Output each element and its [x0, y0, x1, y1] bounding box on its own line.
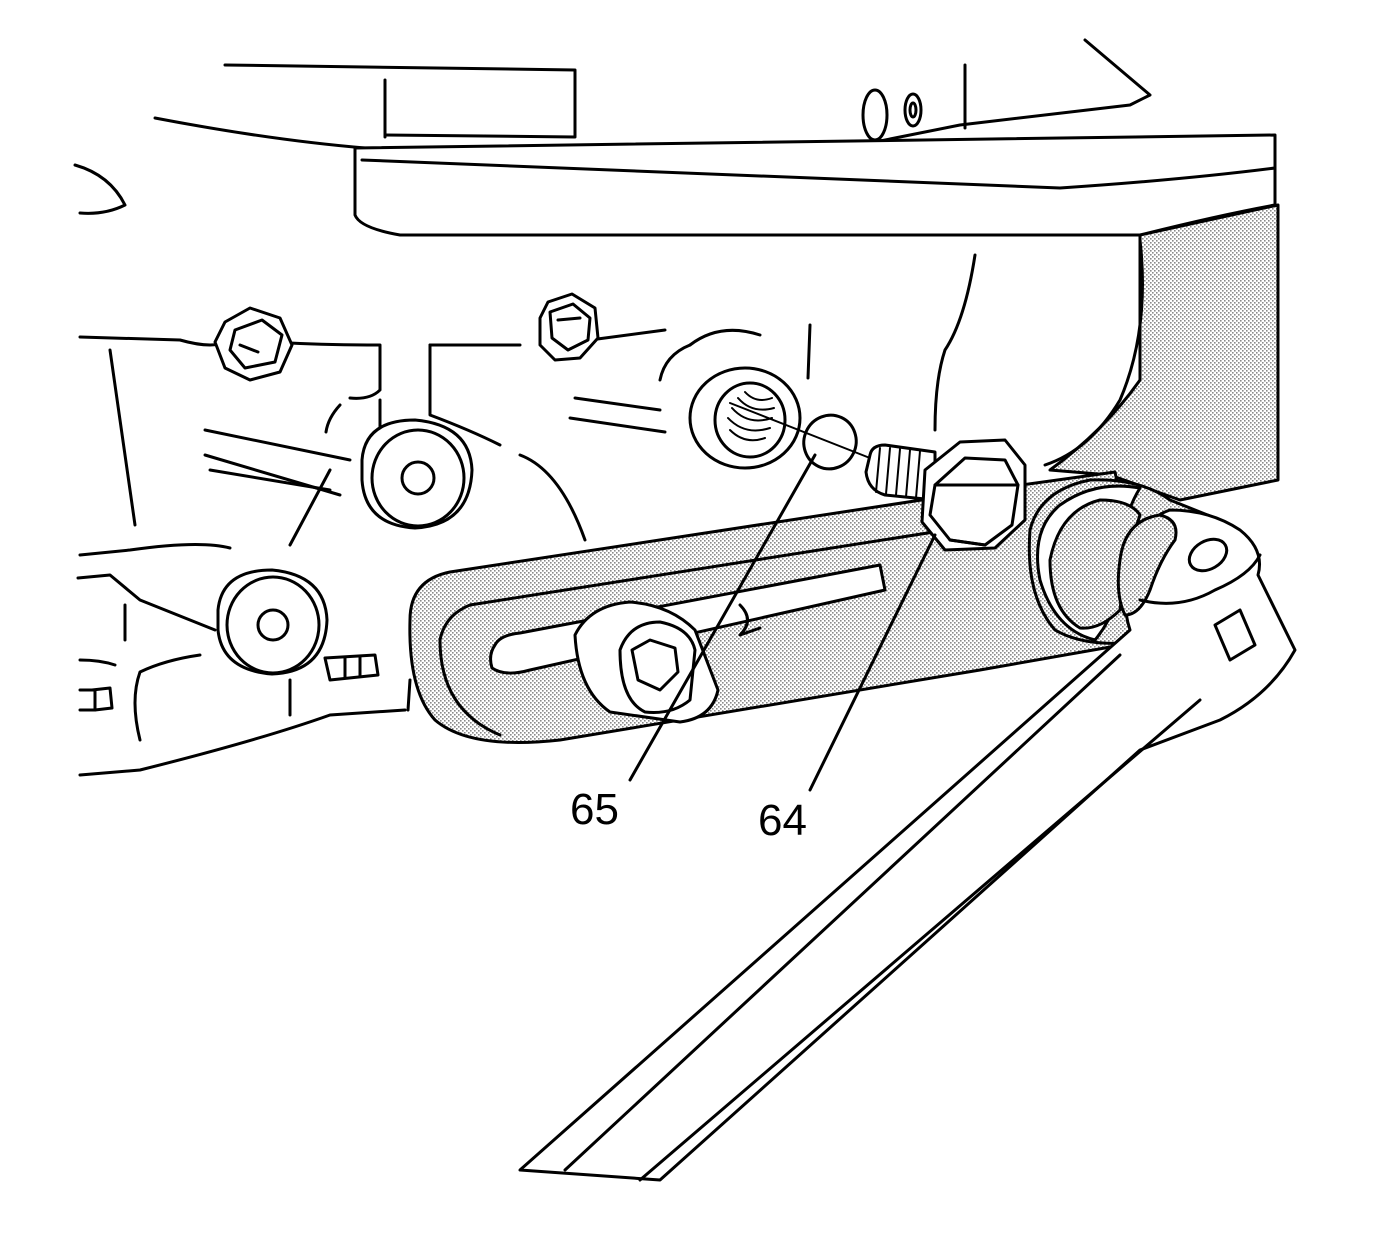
alignment-line — [729, 402, 876, 461]
engine-block — [73, 163, 1144, 777]
threaded-hole — [688, 366, 802, 470]
bolt-64 — [864, 438, 1027, 552]
pan-flange — [353, 133, 1277, 237]
upper-bolt-left — [213, 306, 294, 382]
boss-upper — [360, 418, 474, 530]
lever-stud-nut — [573, 600, 720, 724]
wrench[interactable] — [518, 508, 1297, 1182]
callout-64: 64 — [758, 796, 807, 845]
callout-65: 65 — [570, 785, 619, 834]
boss-lower — [216, 568, 329, 676]
upper-bolt-right — [538, 292, 600, 362]
upper-housing — [153, 38, 1152, 150]
lower-nut — [323, 653, 380, 682]
leader-65 — [628, 453, 817, 782]
leader-64 — [808, 533, 937, 792]
housing-shaded-side — [1048, 203, 1280, 502]
